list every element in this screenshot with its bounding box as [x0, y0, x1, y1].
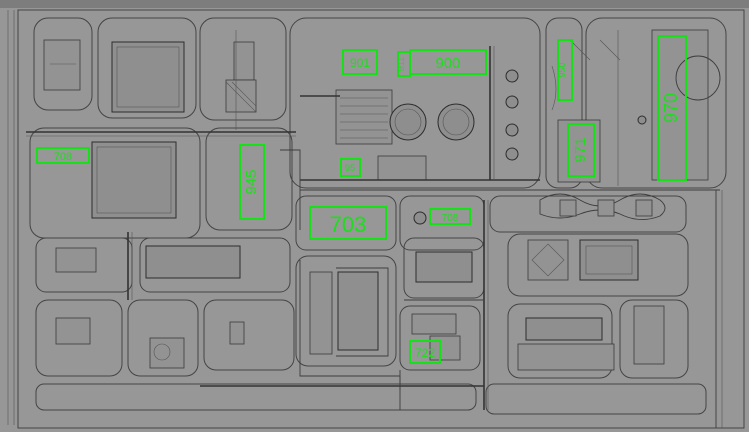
tag-945-box	[239, 144, 265, 220]
tag-722-label: 722	[415, 346, 435, 360]
tanks	[389, 55, 721, 225]
tag-900-label: 900	[435, 55, 460, 72]
tag-900-box	[409, 49, 487, 75]
tag-970-label: 970	[661, 93, 681, 123]
tag-945-label: 945	[243, 169, 260, 194]
buildings	[43, 29, 709, 371]
tag-970-box	[657, 35, 687, 181]
tag-95-box	[340, 158, 361, 177]
tag-708-west-box	[36, 147, 90, 164]
tag-708-west-label: 708	[54, 151, 72, 163]
tag-901-label: 901	[350, 56, 370, 70]
pipe-racks	[26, 30, 720, 410]
tag-911-label: 911	[396, 57, 406, 71]
tag-722-box	[409, 340, 441, 364]
tag-950-label: 950	[557, 62, 567, 77]
tag-971-box	[567, 123, 595, 177]
tag-971-label: 971	[572, 137, 589, 162]
site-boundary	[17, 9, 745, 429]
tag-95-label: 95	[345, 163, 355, 173]
tag-950-box	[557, 39, 573, 101]
tag-708-east-label: 708	[442, 213, 459, 224]
tag-703-label: 703	[330, 212, 367, 237]
tag-708-east-box	[429, 208, 471, 225]
equipment-tags: 708 901 911 900 950 970 971 945 95 703 7…	[36, 35, 687, 364]
tag-703-box	[309, 206, 387, 240]
top-border	[0, 0, 749, 8]
tag-901-box	[342, 49, 378, 75]
